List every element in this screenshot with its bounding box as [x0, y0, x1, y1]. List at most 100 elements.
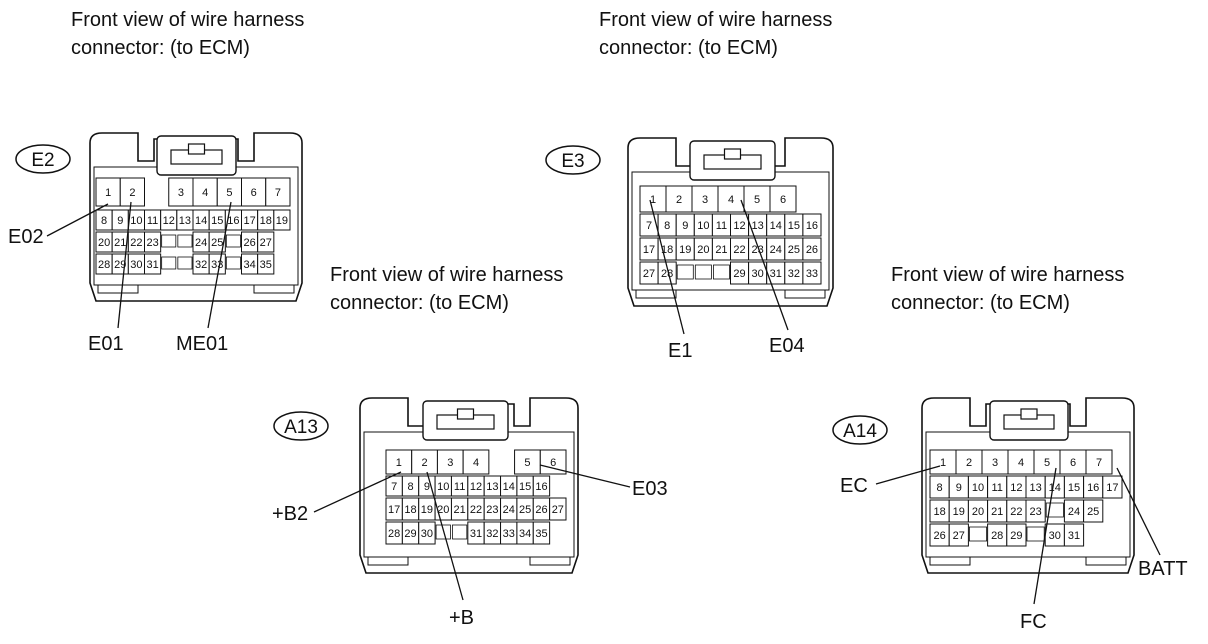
pin-cell [717, 185, 745, 213]
pin-number: 1 [396, 457, 402, 469]
pin-number: 3 [702, 194, 708, 206]
pin-number: 14 [770, 220, 782, 232]
caption-line-2: connector: (to ECM) [330, 292, 509, 314]
blank-cavity [676, 264, 694, 280]
pin-cell [549, 497, 567, 521]
pin-number: 13 [1029, 482, 1041, 494]
pin-number: 2 [129, 187, 135, 199]
pin-number: 9 [117, 215, 123, 227]
pin-number: 21 [991, 506, 1003, 518]
terminal-label: EC [840, 475, 868, 497]
pin-number: 27 [643, 268, 655, 280]
pin-number: 19 [679, 244, 691, 256]
pin-number: 6 [251, 187, 257, 199]
blank-cavity [1026, 526, 1045, 542]
pin-number: 22 [130, 237, 142, 249]
pin-number: 22 [470, 504, 482, 516]
pin-number: 31 [470, 528, 482, 540]
pin-number: 4 [1018, 457, 1024, 469]
pin-cell [273, 209, 291, 231]
pin-number: 30 [421, 528, 433, 540]
leader-line [46, 203, 109, 237]
pin-number: 33 [503, 528, 515, 540]
pin-cell [411, 449, 438, 475]
pin-number: 2 [676, 194, 682, 206]
connector-foot [253, 284, 295, 294]
pin-number: 9 [424, 481, 430, 493]
connector-foot [929, 556, 971, 566]
pin-number: 24 [195, 237, 207, 249]
pin-number: 20 [697, 244, 709, 256]
pin-number: 14 [1049, 482, 1061, 494]
pin-number: 12 [163, 215, 175, 227]
terminal-label: BATT [1138, 558, 1188, 580]
pin-number: 28 [661, 268, 673, 280]
pin-number: 11 [991, 482, 1002, 494]
pin-number: 7 [275, 187, 281, 199]
leader-line [875, 465, 941, 485]
pin-number: 22 [1010, 506, 1022, 518]
pin-number: 7 [646, 220, 652, 232]
caption-line-1: Front view of wire harness [71, 9, 305, 31]
pin-number: 14 [503, 481, 515, 493]
terminal-label: E02 [8, 226, 44, 248]
pin-number: 5 [524, 457, 530, 469]
pin-number: 6 [550, 457, 556, 469]
connector-foot [1085, 556, 1127, 566]
pin-cell [216, 177, 242, 207]
connector-tag-label: E3 [561, 151, 584, 172]
pin-cell [1006, 523, 1027, 547]
pin-number: 33 [211, 259, 223, 271]
pin-number: 20 [98, 237, 110, 249]
caption-a14: Front view of wire harness connector: (t… [891, 261, 1124, 317]
terminal-label: E04 [769, 335, 805, 357]
leader-line [1033, 467, 1057, 605]
pin-number: 7 [1096, 457, 1102, 469]
pin-cell [144, 231, 162, 253]
pin-number: 29 [114, 259, 126, 271]
pin-number: 13 [752, 220, 764, 232]
pin-number: 8 [664, 220, 670, 232]
pin-number: 27 [552, 504, 564, 516]
connector-tag-label: A13 [284, 417, 318, 438]
pin-cell [462, 449, 490, 475]
connector-tag-oval [545, 145, 601, 175]
connector-foot [784, 289, 826, 299]
pin-number: 15 [211, 215, 223, 227]
pin-number: 35 [535, 528, 547, 540]
connector-latch-lock [723, 148, 742, 160]
pin-number: 18 [404, 504, 416, 516]
caption-e3: Front view of wire harness connector: (t… [599, 6, 832, 62]
terminal-label: FC [1020, 611, 1047, 633]
pin-cell [418, 521, 436, 545]
pin-number: 11 [454, 481, 465, 493]
pin-number: 9 [682, 220, 688, 232]
connector-foot [635, 289, 677, 299]
pin-number: 1 [940, 457, 946, 469]
leader-line [1116, 467, 1161, 556]
caption-line-2: connector: (to ECM) [599, 37, 778, 59]
pin-number: 31 [770, 268, 782, 280]
pin-number: 15 [1068, 482, 1080, 494]
pin-cell [192, 177, 218, 207]
blank-cavity [969, 526, 988, 542]
pin-number: 28 [98, 259, 110, 271]
pin-number: 8 [407, 481, 413, 493]
pin-number: 23 [146, 237, 158, 249]
terminal-label: E1 [668, 340, 692, 362]
pin-number: 30 [130, 259, 142, 271]
pin-cell [802, 213, 822, 237]
pin-number: 21 [454, 504, 466, 516]
connector-foot [97, 284, 139, 294]
pin-number: 18 [260, 215, 272, 227]
leader-line [426, 471, 464, 601]
pin-number: 12 [1010, 482, 1022, 494]
pin-cell [257, 253, 275, 275]
blank-cavity [177, 256, 193, 270]
pin-number: 2 [422, 457, 428, 469]
pin-number: 11 [147, 215, 158, 227]
pin-number: 27 [260, 237, 272, 249]
